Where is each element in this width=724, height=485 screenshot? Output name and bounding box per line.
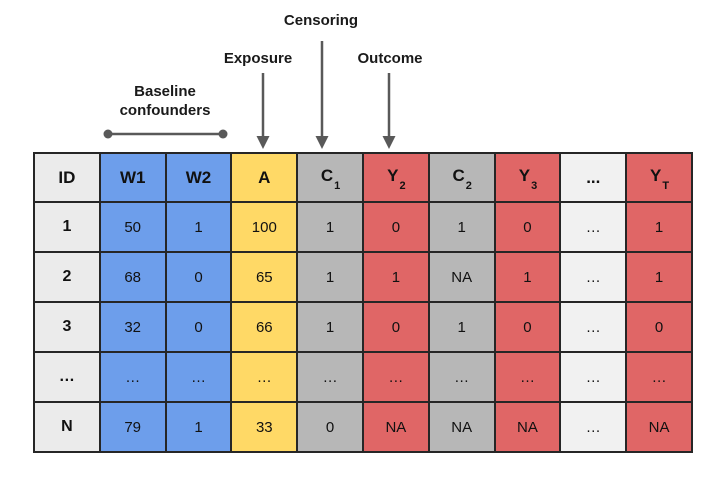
data-cell: 1	[296, 251, 364, 303]
column-header-subscript: 1	[334, 179, 341, 192]
column-header-subscript: T	[662, 179, 670, 192]
data-cell: 68	[98, 251, 167, 303]
data-cell: …	[559, 301, 628, 353]
column-header-text: ...	[586, 167, 601, 187]
data-cell: 0	[361, 301, 430, 353]
data-cell: NA	[427, 251, 496, 303]
data-cell: …	[427, 351, 496, 403]
censoring-arrow	[315, 41, 329, 149]
data-cell: 1	[625, 201, 693, 253]
baseline-confounders-span-line	[103, 129, 228, 139]
row-id-cell: 2	[33, 251, 101, 303]
row-id-cell: 1	[33, 201, 101, 253]
data-cell: 66	[230, 301, 299, 353]
column-header-y3: Y3	[493, 152, 562, 203]
column-header-subscript: 2	[465, 179, 472, 192]
exposure-label: Exposure	[223, 50, 293, 67]
exposure-arrow	[256, 73, 270, 149]
column-header-text: Y	[387, 166, 399, 186]
column-header-y2: Y2	[361, 152, 430, 203]
data-cell: 65	[230, 251, 299, 303]
data-cell: 1	[427, 301, 496, 353]
row-id-cell: …	[33, 351, 101, 403]
column-header-text: A	[258, 167, 271, 187]
data-cell: 1	[493, 251, 562, 303]
column-header-c1: C1	[296, 152, 364, 203]
data-cell: 0	[164, 251, 233, 303]
row-id-cell: 3	[33, 301, 101, 353]
outcome-arrow	[382, 73, 396, 149]
data-cell: 0	[493, 201, 562, 253]
column-header-text: C	[452, 166, 465, 186]
column-header-a: A	[230, 152, 299, 203]
data-cell: NA	[361, 401, 430, 453]
column-header-yt: YT	[625, 152, 693, 203]
data-cell: NA	[427, 401, 496, 453]
table-row: …………………………	[33, 351, 693, 403]
data-cell: 100	[230, 201, 299, 253]
data-cell: 1	[296, 301, 364, 353]
column-header-subscript: 3	[531, 179, 538, 192]
data-cell: 32	[98, 301, 167, 353]
data-cell: …	[361, 351, 430, 403]
data-cell: 79	[98, 401, 167, 453]
column-header-w1: W1	[98, 152, 167, 203]
data-cell: 33	[230, 401, 299, 453]
column-header-dots: ...	[559, 152, 628, 203]
data-cell: 1	[427, 201, 496, 253]
data-cell: …	[98, 351, 167, 403]
data-cell: 0	[164, 301, 233, 353]
column-header-subscript: 2	[399, 179, 406, 192]
data-cell: 1	[164, 201, 233, 253]
data-cell: 1	[164, 401, 233, 453]
column-header-text: Y	[650, 166, 662, 186]
column-header-text: ID	[58, 167, 76, 187]
column-header-text: Y	[518, 166, 531, 186]
data-cell: NA	[493, 401, 562, 453]
data-cell: …	[296, 351, 364, 403]
data-cell: 0	[493, 301, 562, 353]
column-header-text: W2	[185, 167, 212, 187]
data-cell: 1	[296, 201, 364, 253]
column-header-text: C	[320, 166, 334, 186]
data-cell: …	[230, 351, 299, 403]
data-cell: …	[164, 351, 233, 403]
data-cell: 1	[361, 251, 430, 303]
data-cell: …	[493, 351, 562, 403]
data-cell: …	[559, 351, 628, 403]
column-header-c2: C2	[427, 152, 496, 203]
baseline-confounders-label: Baseline confounders	[119, 83, 211, 119]
data-cell: NA	[625, 401, 693, 453]
data-cell: …	[559, 201, 628, 253]
outcome-label: Outcome	[357, 50, 423, 67]
row-id-cell: N	[33, 401, 101, 453]
column-header-id: ID	[33, 152, 101, 203]
data-cell: 0	[625, 301, 693, 353]
data-cell: …	[559, 401, 628, 453]
censoring-label: Censoring	[283, 12, 359, 29]
column-header-text: W1	[119, 167, 146, 187]
data-cell: 1	[625, 251, 693, 303]
data-cell: 0	[361, 201, 430, 253]
data-cell: …	[559, 251, 628, 303]
data-cell: 0	[296, 401, 364, 453]
data-cell: …	[625, 351, 693, 403]
data-cell: 50	[98, 201, 167, 253]
column-header-w2: W2	[164, 152, 233, 203]
